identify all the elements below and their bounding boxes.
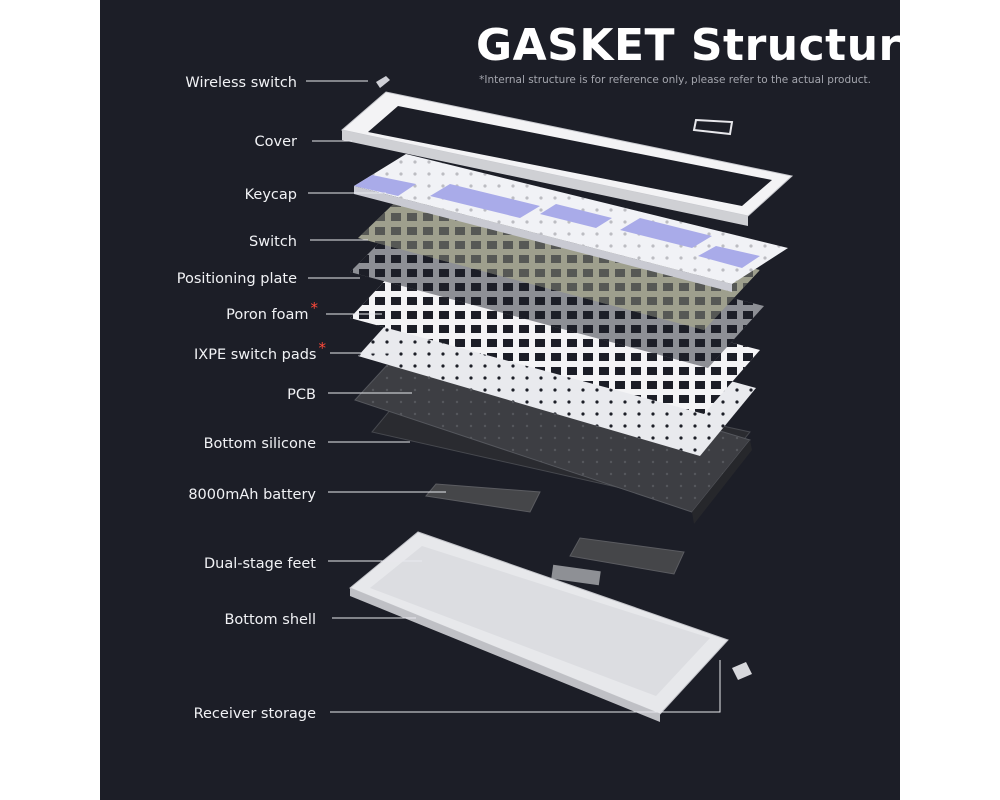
receiver-part [732, 662, 752, 680]
exploded-keyboard-illustration [306, 76, 794, 722]
dual-stage-feet-part [551, 564, 601, 586]
keycaps-layer [354, 154, 788, 292]
cover-layer [340, 91, 794, 226]
page-title: GASKET Structure [476, 20, 900, 71]
label-bottom-shell: Bottom shell [224, 612, 316, 628]
label-battery: 8000mAh battery [188, 487, 316, 503]
label-pcb: PCB [287, 387, 316, 403]
leader-lines [306, 80, 721, 713]
bottom-shell-layer [349, 531, 729, 722]
label-bottom-silicone: Bottom silicone [203, 436, 316, 452]
diagram-panel: GASKET Structure *Internal structure is … [100, 0, 900, 800]
label-receiver-storage: Receiver storage [193, 706, 316, 722]
wireless-switch-part [376, 76, 390, 88]
label-wireless-switch: Wireless switch [185, 75, 297, 91]
label-switch: Switch [249, 234, 297, 250]
battery-part-2 [569, 537, 685, 575]
label-cover: Cover [254, 134, 297, 150]
label-ixpe-switch-pads: IXPE switch pads* [194, 339, 326, 363]
reference-note: *Internal structure is for reference onl… [479, 74, 871, 86]
label-poron-foam: Poron foam* [226, 299, 318, 323]
battery-part-1 [425, 483, 541, 513]
label-keycap: Keycap [244, 187, 297, 203]
label-positioning-plate: Positioning plate [176, 271, 297, 287]
label-dual-stage-feet: Dual-stage feet [204, 556, 316, 572]
switches-layer [358, 186, 760, 330]
